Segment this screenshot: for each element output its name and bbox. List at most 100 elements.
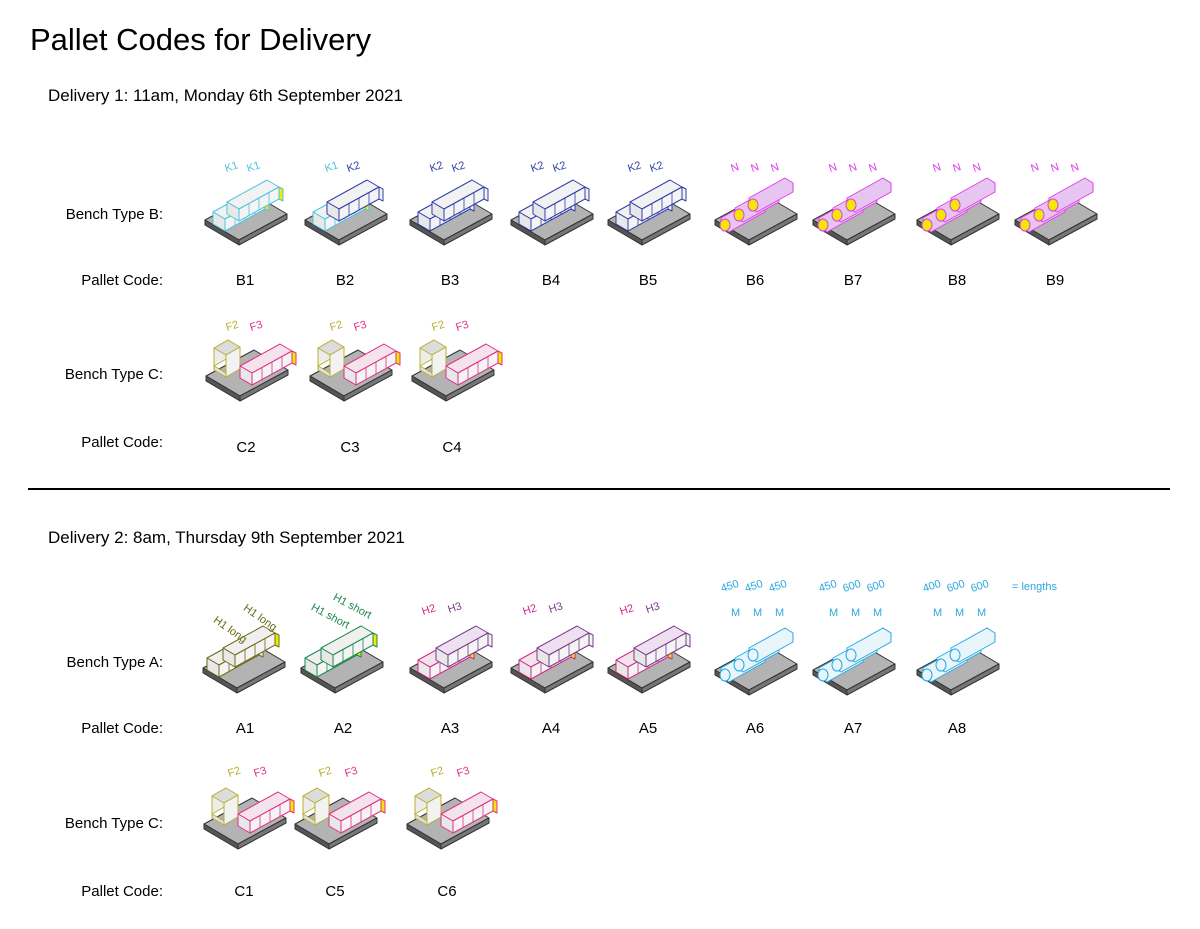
bench-tag: M <box>933 607 943 619</box>
delivery-1-heading: Delivery 1: 11am, Monday 6th September 2… <box>48 86 403 105</box>
pallet-code: C1 <box>234 883 254 900</box>
bench-tag: M <box>829 607 839 619</box>
pallet-diagram <box>409 179 493 246</box>
pallet-code: C2 <box>236 439 256 456</box>
bench-tag: K2 <box>450 159 467 175</box>
pallet-base-side <box>544 213 594 246</box>
bench-tube-end <box>733 208 745 222</box>
pallet-code: A5 <box>638 720 658 737</box>
pallet-code: A8 <box>947 720 967 737</box>
pallet-base-side <box>334 661 384 694</box>
bench-tube-end <box>935 208 947 222</box>
bench-tag: K2 <box>345 159 362 175</box>
pallet-base-side <box>846 663 896 696</box>
pallet-diagram <box>812 627 896 696</box>
bench-tag: H2 <box>618 602 636 618</box>
pallet-code: B4 <box>541 272 561 289</box>
bench-tag: N <box>729 161 741 175</box>
bench-tag: F3 <box>252 764 269 780</box>
bench-tag: M <box>731 607 741 619</box>
bench-tag: N <box>769 161 781 175</box>
pallet-diagram <box>300 625 384 694</box>
bench-tag: 400 <box>921 577 943 595</box>
pallet-diagram <box>409 625 493 694</box>
pallet-diagram <box>1014 177 1098 246</box>
bench-end-face <box>395 350 401 366</box>
bench-tag: 450 <box>767 577 789 595</box>
bench-tube-end <box>845 198 857 212</box>
bench-tag: H3 <box>644 600 662 616</box>
pallet-code: C5 <box>325 883 345 900</box>
pallet-base-side <box>544 661 594 694</box>
pallet-code: B8 <box>947 272 967 289</box>
pallet-base-side <box>641 661 691 694</box>
pallet-base-side <box>445 369 495 402</box>
bench-tag: N <box>931 161 943 175</box>
page-title: Pallet Codes for Delivery <box>30 22 372 57</box>
pallet-base-side <box>641 213 691 246</box>
bench-tag: 600 <box>945 577 967 595</box>
bench-tube-end <box>719 668 731 682</box>
pallet-code: B6 <box>745 272 765 289</box>
bench-tube-end <box>831 208 843 222</box>
pallet-base-side <box>328 817 378 850</box>
bench-tag: 450 <box>743 577 765 595</box>
bench-end-face <box>681 186 687 202</box>
bench-end-face <box>492 798 498 814</box>
pallet-diagram <box>812 177 896 246</box>
bench-tube-end <box>719 218 731 232</box>
bench-tag: F2 <box>317 764 334 780</box>
bench-tube-end <box>921 668 933 682</box>
bench-l-edge <box>317 365 331 378</box>
row-label-pallet-code-b: Pallet Code: <box>81 272 163 289</box>
pallet-diagram <box>304 179 388 246</box>
pallet-code: B2 <box>335 272 355 289</box>
bench-tube-end <box>817 218 829 232</box>
bench-tag: N <box>971 161 983 175</box>
bench-tag: M <box>753 607 763 619</box>
bench-tube-end <box>845 648 857 662</box>
bench-tag: H3 <box>547 600 565 616</box>
bench-l-edge <box>302 813 316 826</box>
bench-tag: H2 <box>420 602 438 618</box>
pallet-diagram <box>309 339 401 402</box>
bench-tube-end <box>747 198 759 212</box>
bench-tag: H3 <box>446 600 464 616</box>
bench-end-face <box>584 186 590 202</box>
bench-tag: 600 <box>841 577 863 595</box>
pallet-diagram <box>607 625 691 694</box>
pallet-code: B5 <box>638 272 658 289</box>
pallet-base-side <box>239 369 289 402</box>
pallet-code: A3 <box>440 720 460 737</box>
bench-tag: M <box>851 607 861 619</box>
pallet-code: B7 <box>843 272 863 289</box>
bench-tag: N <box>1069 161 1081 175</box>
pallet-diagram <box>204 179 288 246</box>
bench-tube-end <box>949 648 961 662</box>
bench-tag: M <box>977 607 987 619</box>
pallet-diagram <box>510 179 594 246</box>
bench-tube-end <box>1019 218 1031 232</box>
bench-tag: F3 <box>343 764 360 780</box>
bench-tag: K2 <box>626 159 643 175</box>
bench-tube-end <box>949 198 961 212</box>
pallet-base-side <box>748 213 798 246</box>
bench-tag: H2 <box>521 602 539 618</box>
bench-end-face <box>278 186 284 202</box>
pallet-base-side <box>440 817 490 850</box>
bench-tag: N <box>827 161 839 175</box>
bench-tag: K2 <box>551 159 568 175</box>
bench-tag: K2 <box>529 159 546 175</box>
bench-tube-end <box>1047 198 1059 212</box>
bench-tag: F2 <box>429 764 446 780</box>
pallet-code: C4 <box>442 439 462 456</box>
pallet-code: A2 <box>333 720 353 737</box>
pallet-code: A7 <box>843 720 863 737</box>
pallet-base-side <box>236 661 286 694</box>
bench-tag: K2 <box>428 159 445 175</box>
bench-tag: F2 <box>224 318 241 334</box>
pallet-diagram <box>411 339 503 402</box>
bench-tag: N <box>867 161 879 175</box>
bench-tag: N <box>847 161 859 175</box>
bench-tube-end <box>747 648 759 662</box>
